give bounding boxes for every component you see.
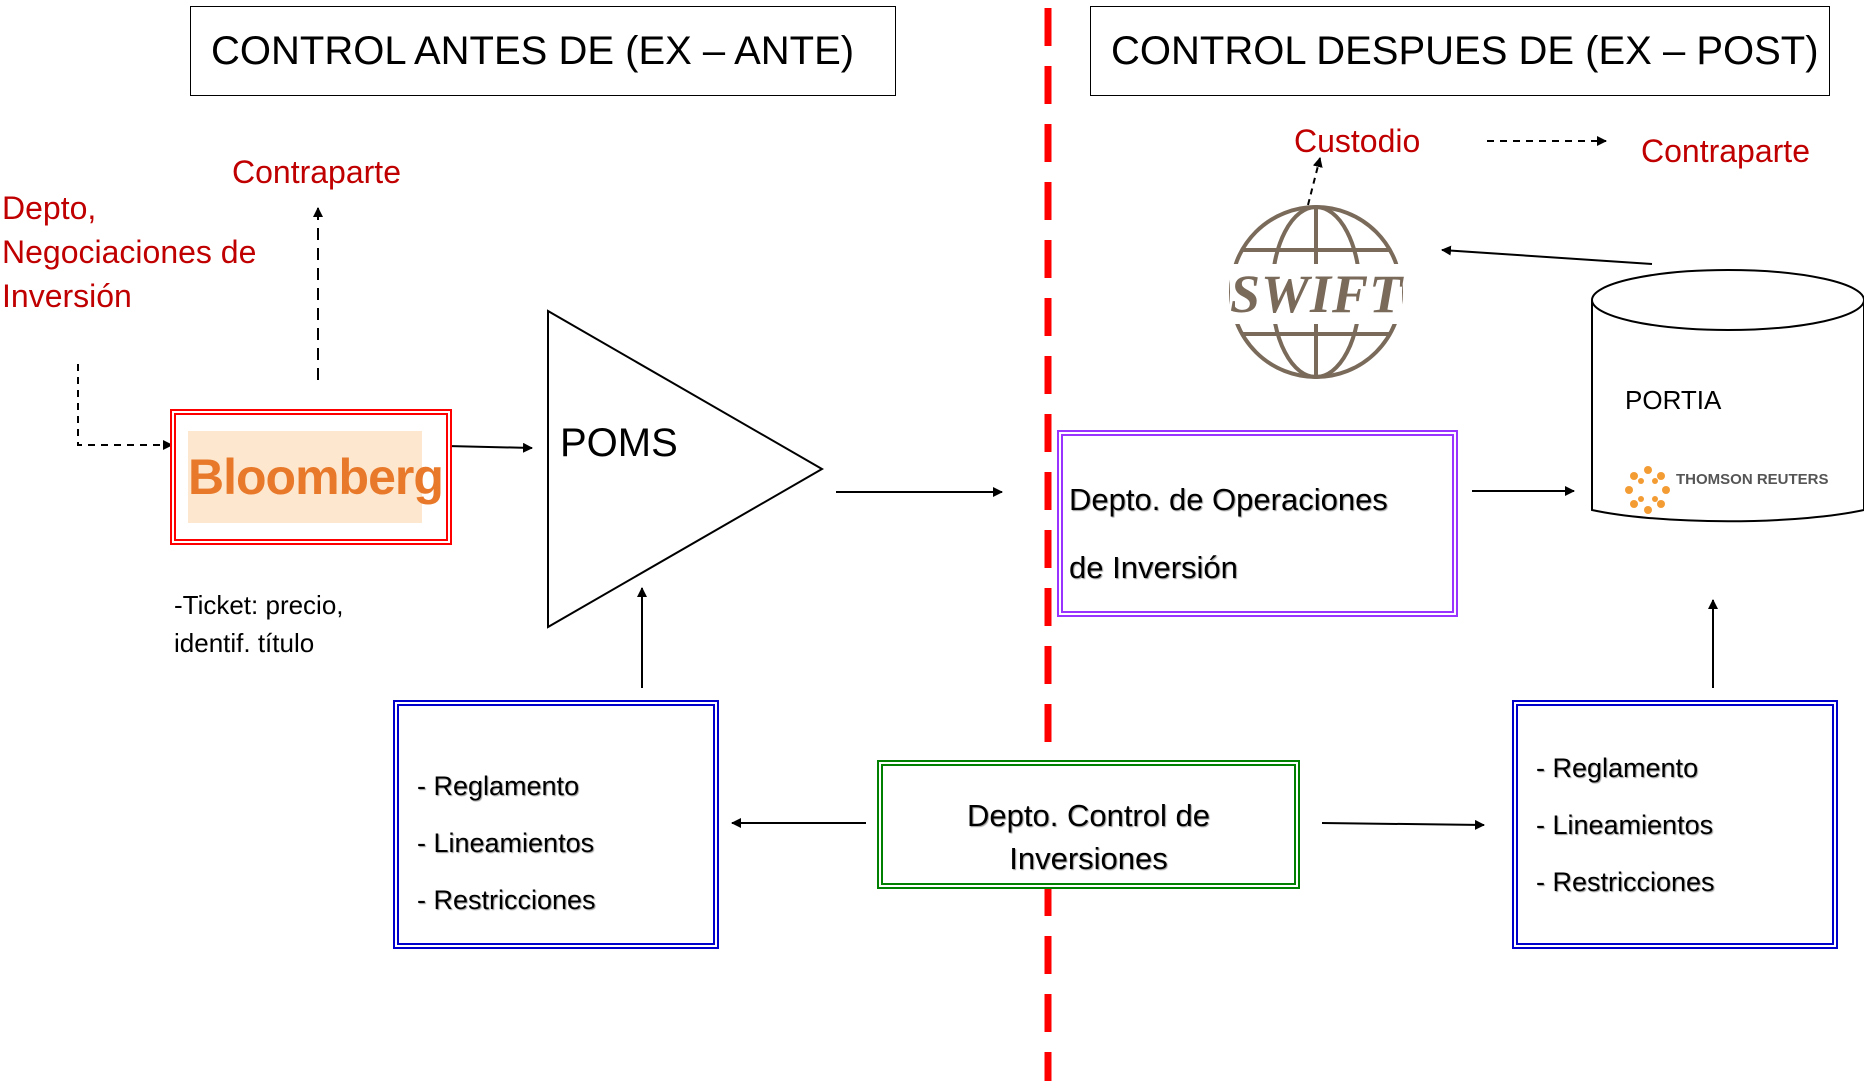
portia-to-swift-arrow (1441, 245, 1653, 265)
control-line1: Depto. Control de (967, 798, 1210, 833)
control-inversiones-label: Depto. Control de Inversiones (883, 794, 1294, 880)
left-rules-box: - Reglamento - Lineamientos - Restriccio… (393, 700, 719, 949)
control-to-right-rules-arrow (1321, 819, 1485, 830)
depto-negociaciones-label: Depto, Negociaciones de Inversión (2, 186, 256, 318)
poms-label: POMS (560, 421, 678, 465)
right-rule-restricciones: - Restricciones (1536, 867, 1715, 897)
left-contraparte-label: Contraparte (232, 154, 401, 190)
thomson-reuters-text: THOMSON REUTERS (1676, 471, 1829, 488)
control-line2: Inversiones (1009, 841, 1168, 876)
operaciones-label: Depto. de Operaciones de Inversión (1069, 466, 1388, 602)
depto-line2: Negociaciones de (2, 234, 257, 270)
depto-line1: Depto, (2, 190, 97, 226)
right-rules-box: - Reglamento - Lineamientos - Restriccio… (1512, 700, 1838, 949)
depto-line3: Inversión (2, 278, 132, 314)
bloomberg-box: Bloomberg (170, 409, 452, 545)
right-rule-reglamento: - Reglamento (1536, 753, 1699, 783)
swift-wordmark: SWIFT (1230, 264, 1404, 324)
right-rule-lineamientos: - Lineamientos (1536, 810, 1714, 840)
ticket-note: -Ticket: precio, identif. título (174, 586, 344, 662)
depto-to-bloomberg-arrow (77, 364, 173, 450)
ticket-line1: -Ticket: precio, (174, 590, 344, 620)
left-rule-restricciones: - Restricciones (417, 885, 596, 915)
thomson-reuters-logo-icon (1625, 466, 1670, 514)
operaciones-inversion-box: Depto. de Operaciones de Inversión (1057, 430, 1458, 617)
ex-ante-header: CONTROL ANTES DE (EX – ANTE) (190, 6, 896, 96)
custodio-label: Custodio (1294, 123, 1421, 159)
left-rules-list: - Reglamento - Lineamientos - Restriccio… (417, 758, 596, 929)
ops-line2: de Inversión (1069, 550, 1238, 585)
poms-triangle (547, 309, 825, 629)
ex-post-header: CONTROL DESPUES DE (EX – POST) (1090, 6, 1830, 96)
control-inversiones-box: Depto. Control de Inversiones (877, 760, 1300, 889)
portia-label: PORTIA (1625, 385, 1722, 415)
right-contraparte-label: Contraparte (1641, 133, 1810, 169)
right-rules-list: - Reglamento - Lineamientos - Restriccio… (1536, 740, 1715, 911)
bloomberg-logo: Bloomberg (188, 431, 444, 523)
portia-database-cylinder (1591, 269, 1864, 523)
ticket-line2: identif. título (174, 628, 315, 658)
left-rule-reglamento: - Reglamento (417, 771, 580, 801)
bloomberg-to-poms-arrow (446, 442, 533, 453)
swift-to-custodio-arrow (1307, 157, 1323, 206)
left-rule-lineamientos: - Lineamientos (417, 828, 595, 858)
ops-line1: Depto. de Operaciones (1069, 482, 1388, 517)
